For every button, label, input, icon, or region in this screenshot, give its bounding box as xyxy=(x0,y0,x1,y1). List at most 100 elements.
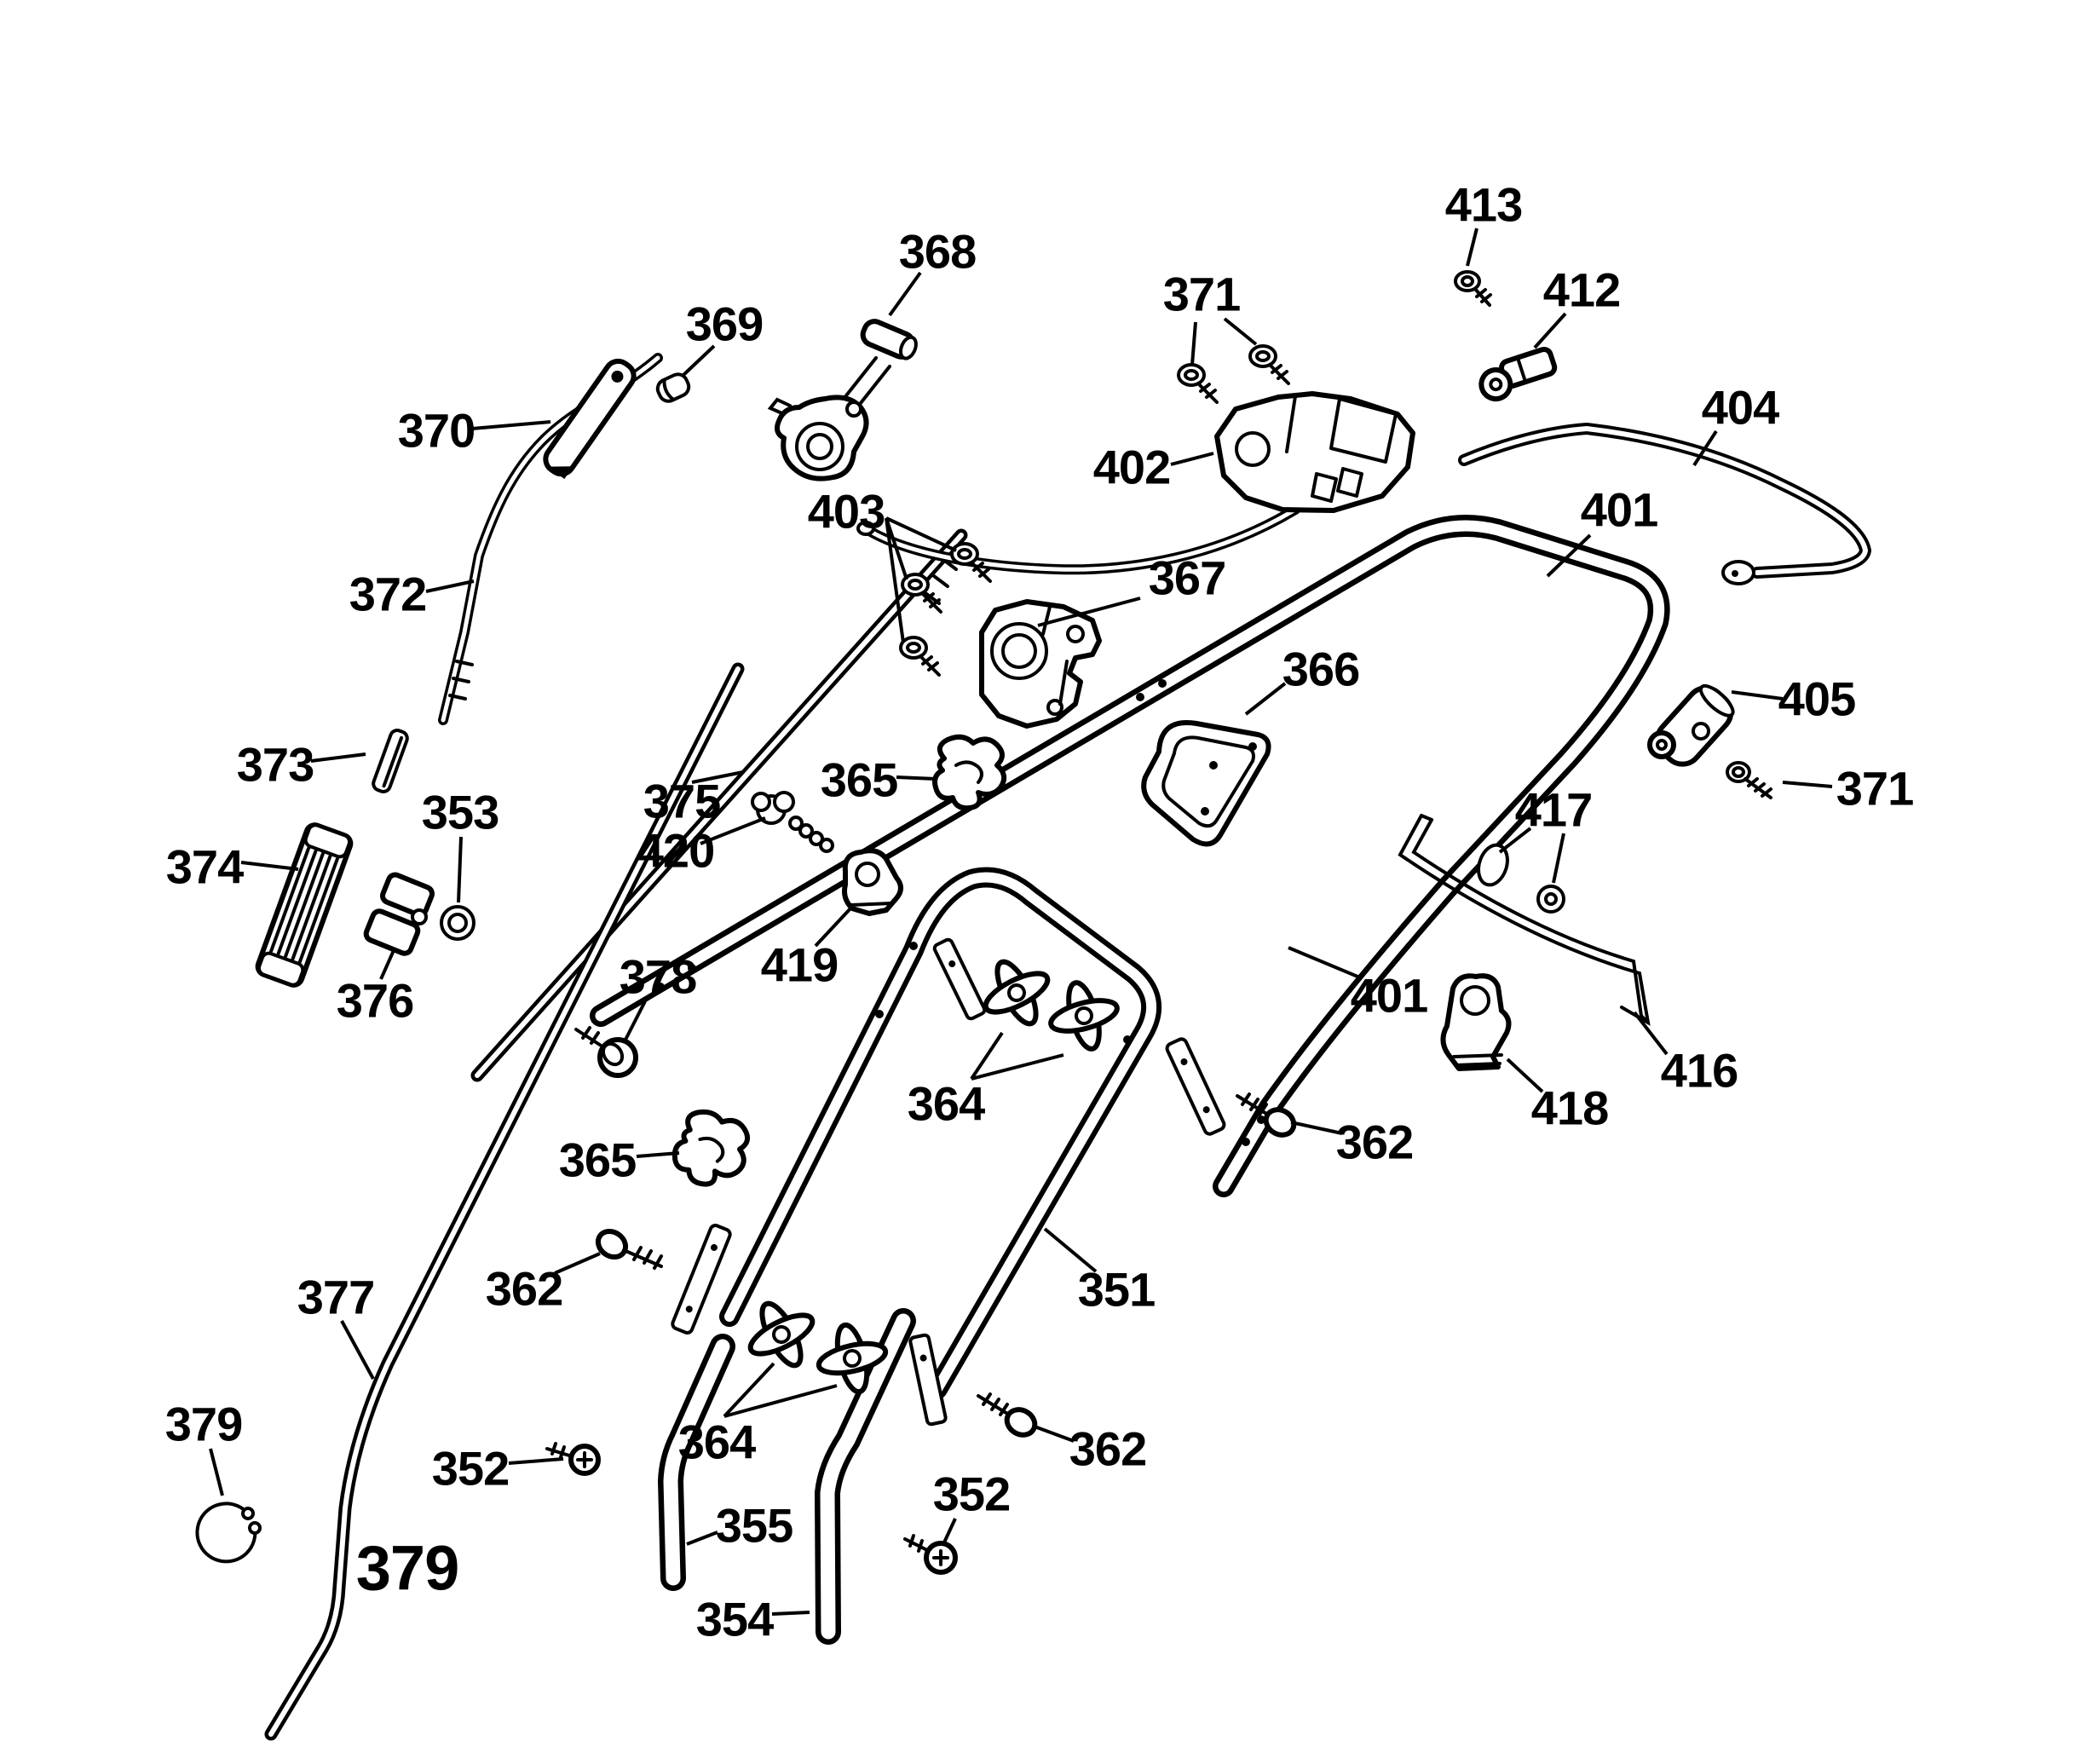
leader-355-0 xyxy=(686,1531,718,1546)
rod-377-brake-rod xyxy=(264,662,745,1741)
part-362-bolt-left xyxy=(595,1228,663,1270)
part-handle-strip-d xyxy=(908,1333,948,1427)
part-351-lower-handle xyxy=(719,867,1162,1399)
callout-401b: 401 xyxy=(1351,969,1427,1023)
leader-370-0 xyxy=(471,420,551,430)
leader-365-0 xyxy=(636,1151,680,1158)
leader-416-0 xyxy=(1633,1011,1669,1056)
leader-368-0 xyxy=(888,271,922,317)
callout-368: 368 xyxy=(899,225,976,279)
callout-364b: 364 xyxy=(678,1415,756,1469)
callout-420: 420 xyxy=(637,824,714,878)
callout-402: 402 xyxy=(1093,441,1170,494)
callout-417: 417 xyxy=(1515,783,1592,837)
part-403-screw-1 xyxy=(950,542,992,583)
part-362-bolt-bottom xyxy=(977,1392,1038,1438)
part-367-cable-bracket xyxy=(979,599,1102,729)
leader-373-0 xyxy=(310,752,366,763)
leader-405-0 xyxy=(1731,690,1784,700)
part-403-screw-3 xyxy=(899,636,941,677)
callout-351: 351 xyxy=(1078,1263,1155,1317)
callout-366: 366 xyxy=(1282,643,1359,696)
leader-374-0 xyxy=(240,861,299,871)
leader-353-0 xyxy=(457,836,463,903)
callout-353: 353 xyxy=(422,786,499,839)
part-371-screw-top-right xyxy=(1248,344,1290,385)
leader-372-0 xyxy=(425,579,475,593)
part-419-clip xyxy=(842,848,903,916)
part-handle-strip-b xyxy=(932,937,987,1021)
leader-371-0 xyxy=(1190,321,1197,366)
part-370-handle-strap xyxy=(543,358,637,480)
callout-404: 404 xyxy=(1702,381,1779,435)
leader-401-0 xyxy=(1546,533,1592,578)
part-369-bushing xyxy=(655,372,691,403)
leader-364-1 xyxy=(971,1053,1064,1081)
callout-354: 354 xyxy=(696,1593,774,1646)
leader-413-0 xyxy=(1466,228,1478,267)
leader-412-0 xyxy=(1533,312,1567,349)
wire-404-bail-wire xyxy=(1458,423,1871,585)
leader-377-0 xyxy=(340,1320,375,1380)
callout-371b: 371 xyxy=(1836,762,1913,816)
callout-376: 376 xyxy=(337,974,413,1028)
leader-375-0 xyxy=(691,770,744,784)
leader-364-1 xyxy=(723,1384,838,1418)
leader-352-0 xyxy=(942,1518,957,1543)
leader-354-0 xyxy=(771,1611,810,1616)
part-364-wing-knob-1 xyxy=(983,959,1051,1027)
part-366-guard-plate xyxy=(1141,720,1271,847)
callout-372: 372 xyxy=(349,568,426,621)
callout-365b: 365 xyxy=(559,1133,636,1187)
callout-403: 403 xyxy=(808,485,885,539)
part-364-wing-knob-3 xyxy=(747,1300,816,1369)
part-handle-strip-a xyxy=(1165,1037,1226,1136)
part-413-screw xyxy=(1454,270,1492,307)
leader-362-0 xyxy=(1034,1425,1075,1443)
callout-367: 367 xyxy=(1149,551,1225,605)
callout-369: 369 xyxy=(686,297,763,351)
callout-413: 413 xyxy=(1445,178,1522,232)
leader-367-0 xyxy=(1037,597,1141,627)
part-371-screw-top-left xyxy=(1177,363,1219,404)
callout-362c: 362 xyxy=(1069,1422,1146,1476)
leader-366-0 xyxy=(1244,682,1287,716)
callout-419: 419 xyxy=(761,938,838,992)
callout-401a: 401 xyxy=(1581,483,1657,537)
leader-364-0 xyxy=(970,1031,1004,1081)
leader-352-0 xyxy=(508,1457,564,1465)
callout-352a: 352 xyxy=(432,1442,509,1496)
wire-404-eyelet xyxy=(1721,560,1755,585)
part-handle-strip-c xyxy=(671,1224,732,1335)
leader-420-0 xyxy=(700,816,766,845)
part-355-left-lower-tube xyxy=(658,1334,735,1591)
part-374-grip xyxy=(255,822,354,988)
rod-372-control-rod xyxy=(438,353,663,725)
part-403-screw-2 xyxy=(901,573,942,614)
leader-369-0 xyxy=(682,344,716,377)
callout-362b: 362 xyxy=(486,1262,562,1316)
callout-362a: 362 xyxy=(1336,1115,1413,1169)
leader-379-0 xyxy=(209,1448,224,1496)
part-378-thumb-screw xyxy=(574,1026,638,1078)
callout-379b: 379 xyxy=(356,1533,458,1604)
part-364-wing-knob-4 xyxy=(816,1322,889,1395)
leader-401-0 xyxy=(1288,946,1363,980)
callout-412: 412 xyxy=(1543,263,1620,317)
part-352-screw-bottom xyxy=(903,1534,958,1575)
part-362-bolt-mid xyxy=(1236,1092,1297,1138)
leader-371-1 xyxy=(1223,317,1258,346)
callout-405: 405 xyxy=(1778,672,1855,726)
part-379-retainer-clip xyxy=(195,1502,262,1564)
callout-364a: 364 xyxy=(908,1077,985,1131)
leader-417-0 xyxy=(1498,827,1532,854)
callout-418: 418 xyxy=(1531,1081,1608,1135)
part-373-pin xyxy=(372,729,409,793)
part-354-right-lower-tube xyxy=(815,1308,916,1645)
part-364-wing-knob-2 xyxy=(1048,980,1120,1052)
callout-416: 416 xyxy=(1661,1044,1738,1098)
part-365-clip-lower xyxy=(671,1109,751,1187)
leader-403-2 xyxy=(885,517,905,643)
callout-377: 377 xyxy=(297,1271,374,1324)
part-353-washer xyxy=(440,905,476,941)
